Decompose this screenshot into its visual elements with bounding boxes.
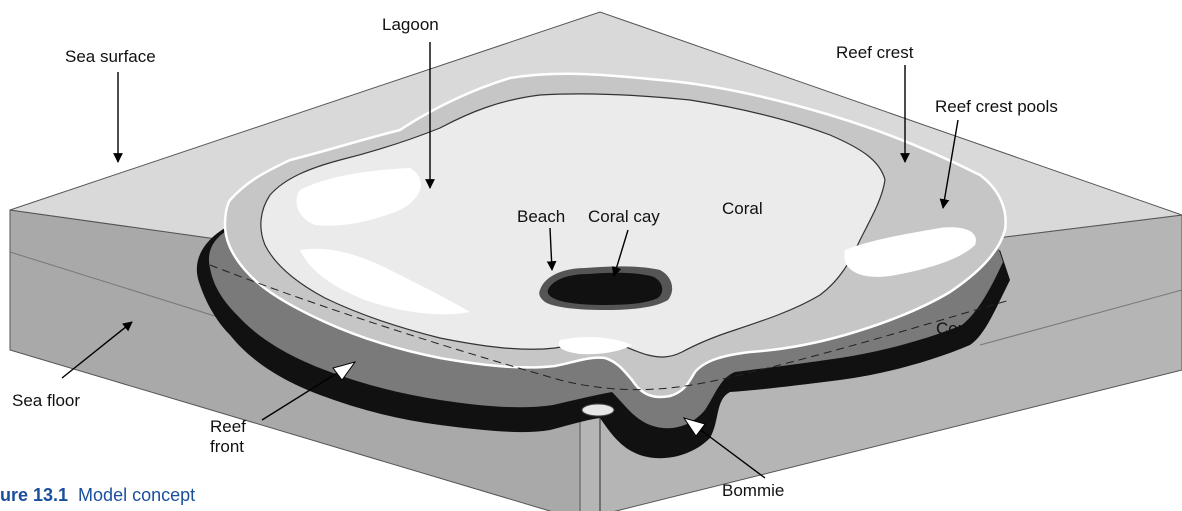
- label-reef-crest-pools: Reef crest pools: [935, 97, 1058, 116]
- label-coral-top: Coral: [722, 199, 763, 218]
- label-sea-floor: Sea floor: [12, 391, 80, 410]
- figure-caption: ure 13.1 Model concept: [0, 485, 195, 505]
- label-coral-cay: Coral cay: [588, 207, 660, 226]
- label-bommie: Bommie: [722, 481, 784, 500]
- label-reef-crest: Reef crest: [836, 43, 914, 62]
- label-lagoon: Lagoon: [382, 15, 439, 34]
- figure-caption-text: Model concept: [78, 485, 195, 505]
- bommie-top: [582, 404, 614, 416]
- label-reef-front-line2: front: [210, 437, 244, 456]
- coral-cay: [548, 273, 662, 305]
- figure-caption-number: ure 13.1: [0, 485, 68, 505]
- label-sea-surface: Sea surface: [65, 47, 156, 66]
- label-beach: Beach: [517, 207, 565, 226]
- label-coral-right: Coral: [936, 319, 977, 338]
- label-reef-front-line1: Reef: [210, 417, 246, 436]
